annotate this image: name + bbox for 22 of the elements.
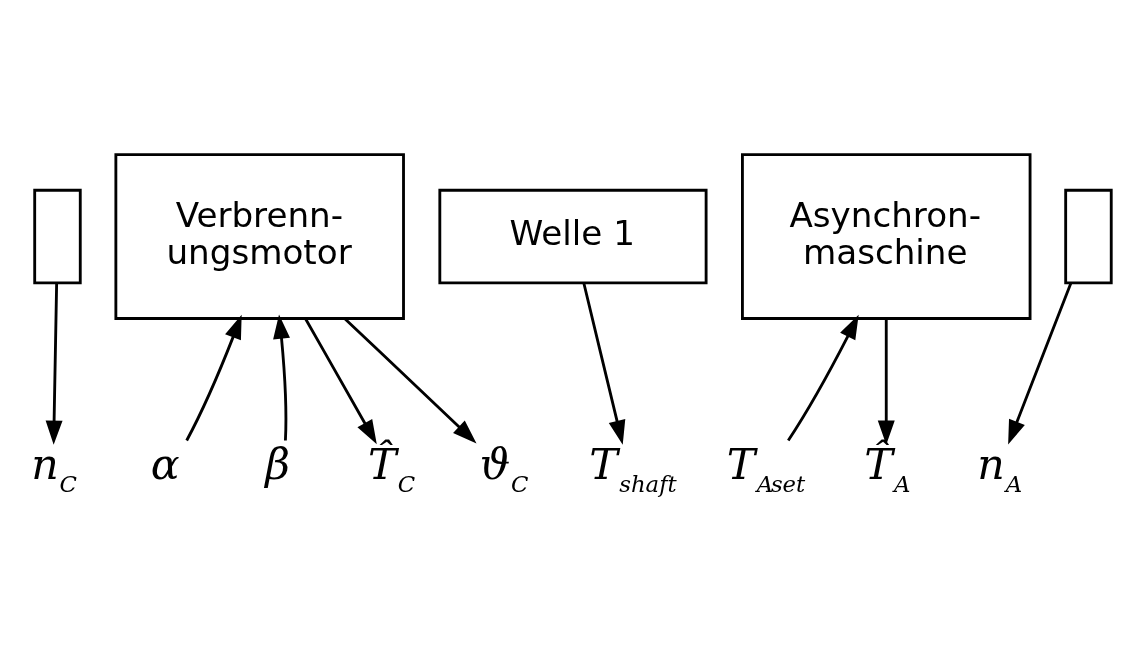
node-text: T̂$_{A}$ <box>864 438 911 497</box>
node-box <box>33 188 82 284</box>
arrow <box>185 314 242 441</box>
node-text: T̂$_{C}$ <box>367 438 416 497</box>
node-text: ϑ$_{C}$ <box>479 438 529 497</box>
arrow <box>1008 282 1073 444</box>
arrow <box>45 282 63 445</box>
node-text: n$_{A}$ <box>977 438 1023 497</box>
node-box <box>1064 188 1113 284</box>
node-box: Welle 1 <box>438 188 708 284</box>
arrow <box>273 313 290 440</box>
arrow <box>582 282 626 445</box>
arrow <box>877 318 895 445</box>
node-text: β <box>265 438 291 489</box>
node-box: Verbrenn- ungsmotor <box>114 152 405 320</box>
node-box: Asynchron- maschine <box>741 152 1032 320</box>
arrow <box>343 317 477 443</box>
node-text: α <box>150 438 180 489</box>
node-text: T$_{shaft}$ <box>589 438 677 497</box>
arrow <box>304 317 377 444</box>
arrow <box>787 314 859 441</box>
node-text: n$_{C}$ <box>31 438 78 497</box>
